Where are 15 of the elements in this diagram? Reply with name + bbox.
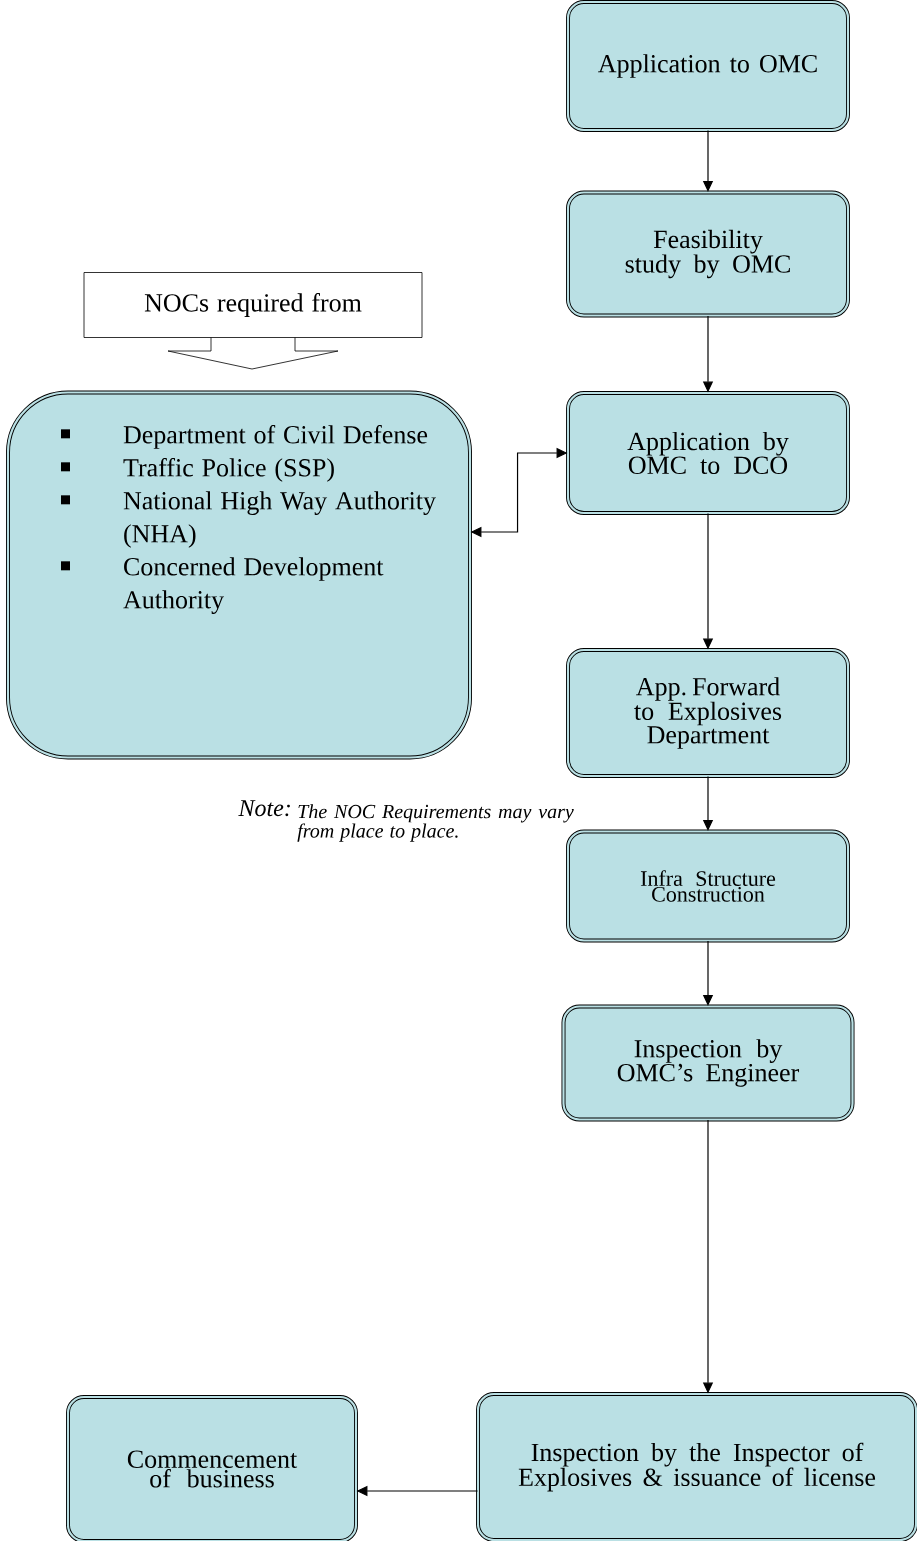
process-box: Feasibility study by OMC bbox=[566, 190, 850, 318]
rounded-box bbox=[6, 390, 472, 760]
process-box: Inspection by the Inspector of Explosives & issuance of license bbox=[476, 1392, 917, 1541]
list-item: Concerned Development Authority bbox=[123, 557, 384, 614]
process-box: Application by OMC to DCO bbox=[566, 391, 850, 515]
list-item: Department of Civil Defense bbox=[123, 425, 428, 449]
process-box: Infra Structure Construction bbox=[566, 829, 850, 943]
note-label: Note: bbox=[238, 800, 290, 817]
process-box: Commencement of business bbox=[66, 1395, 358, 1541]
callout-arrow-box: NOCs required from bbox=[83, 272, 423, 370]
process-box: App. Forward to Explosives Department bbox=[566, 648, 850, 778]
process-box: Application to OMC bbox=[566, 0, 850, 132]
list-item: Traffic Police (SSP) bbox=[123, 458, 334, 482]
list-item: National High Way Authority (NHA) bbox=[123, 491, 436, 548]
process-box: Inspection by OMC’s Engineer bbox=[561, 1004, 855, 1122]
